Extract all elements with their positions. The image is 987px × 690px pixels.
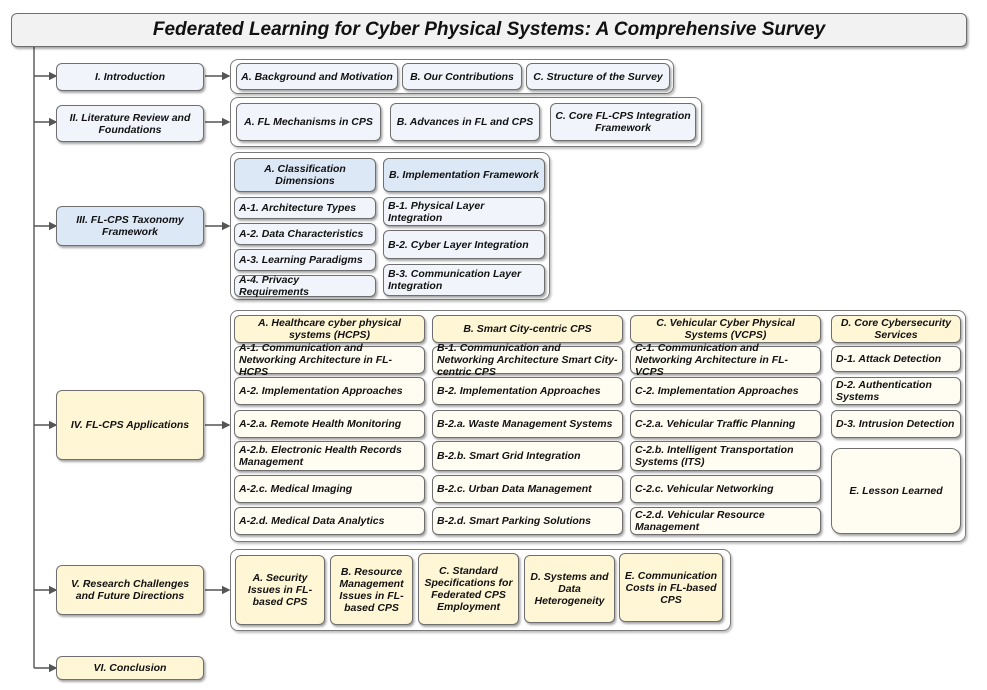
app-b2c: B-2.c. Urban Data Management — [432, 475, 623, 503]
app-d3: D-3. Intrusion Detection — [831, 410, 961, 438]
item-structure-of-survey: C. Structure of the Survey — [526, 63, 670, 90]
taxonomy-b1: B-1. Physical Layer Integration — [383, 197, 545, 226]
app-b2b: B-2.b. Smart Grid Integration — [432, 441, 623, 471]
app-b2d: B-2.d. Smart Parking Solutions — [432, 507, 623, 535]
app-a2d: A-2.d. Medical Data Analytics — [234, 507, 425, 535]
section-conclusion: VI. Conclusion — [56, 656, 204, 680]
challenge-standard-specifications: C. Standard Specifications for Federated… — [418, 553, 519, 625]
challenge-resource-management: B. Resource Management Issues in FL-base… — [330, 555, 413, 625]
taxonomy-a4: A-4. Privacy Requirements — [234, 274, 376, 298]
app-a1: A-1. Communication and Networking Archit… — [234, 342, 425, 378]
challenge-heterogeneity: D. Systems and Data Heterogeneity — [524, 555, 615, 623]
app-a2a: A-2.a. Remote Health Monitoring — [234, 410, 425, 438]
app-c2a: C-2.a. Vehicular Traffic Planning — [630, 410, 821, 438]
taxonomy-a2: A-2. Data Characteristics — [234, 223, 376, 245]
app-lesson-learned: E. Lesson Learned — [831, 448, 961, 534]
taxonomy-b2: B-2. Cyber Layer Integration — [383, 230, 545, 259]
app-a2b: A-2.b. Electronic Health Records Managem… — [234, 441, 425, 471]
app-a2: A-2. Implementation Approaches — [234, 377, 425, 405]
app-smart-city-header: B. Smart City-centric CPS — [432, 315, 623, 343]
app-cybersecurity-header: D. Core Cybersecurity Services — [831, 315, 961, 343]
item-background-motivation: A. Background and Motivation — [236, 63, 398, 90]
app-b2a: B-2.a. Waste Management Systems — [432, 410, 623, 438]
taxonomy-classification-header: A. Classification Dimensions — [234, 158, 376, 192]
section-applications: IV. FL-CPS Applications — [56, 390, 204, 460]
app-c1: C-1. Communication and Networking Archit… — [630, 342, 821, 378]
app-b1: B-1. Communication and Networking Archit… — [432, 342, 623, 378]
app-hcps-header: A. Healthcare cyber physical systems (HC… — [234, 315, 425, 343]
item-our-contributions: B. Our Contributions — [402, 63, 522, 90]
app-d1: D-1. Attack Detection — [831, 346, 961, 372]
section-taxonomy-framework: III. FL-CPS Taxonomy Framework — [56, 206, 204, 246]
taxonomy-group — [230, 152, 550, 300]
section-literature-review: II. Literature Review and Foundations — [56, 105, 204, 142]
app-b2: B-2. Implementation Approaches — [432, 377, 623, 405]
introduction-group — [230, 59, 674, 94]
app-c2b: C-2.b. Intelligent Transportation System… — [630, 441, 821, 471]
item-advances-fl-cps: B. Advances in FL and CPS — [390, 103, 540, 141]
challenges-group — [230, 549, 731, 631]
challenge-security: A. Security Issues in FL-based CPS — [235, 555, 325, 625]
section-introduction: I. Introduction — [56, 63, 204, 91]
survey-title: Federated Learning for Cyber Physical Sy… — [11, 13, 967, 47]
app-c2d: C-2.d. Vehicular Resource Management — [630, 507, 821, 535]
app-d2: D-2. Authentication Systems — [831, 377, 961, 405]
literature-group — [230, 97, 702, 147]
app-c2: C-2. Implementation Approaches — [630, 377, 821, 405]
taxonomy-implementation-header: B. Implementation Framework — [383, 158, 545, 192]
applications-group — [230, 310, 966, 542]
taxonomy-a1: A-1. Architecture Types — [234, 197, 376, 219]
app-c2c: C-2.c. Vehicular Networking — [630, 475, 821, 503]
taxonomy-b3: B-3. Communication Layer Integration — [383, 264, 545, 296]
challenge-communication-costs: E. Communication Costs in FL-based CPS — [619, 553, 723, 622]
app-a2c: A-2.c. Medical Imaging — [234, 475, 425, 503]
item-fl-mechanisms: A. FL Mechanisms in CPS — [236, 103, 381, 141]
taxonomy-a3: A-3. Learning Paradigms — [234, 249, 376, 271]
section-research-challenges: V. Research Challenges and Future Direct… — [56, 565, 204, 615]
item-core-integration-framework: C. Core FL-CPS Integration Framework — [550, 103, 696, 141]
app-vcps-header: C. Vehicular Cyber Physical Systems (VCP… — [630, 315, 821, 343]
